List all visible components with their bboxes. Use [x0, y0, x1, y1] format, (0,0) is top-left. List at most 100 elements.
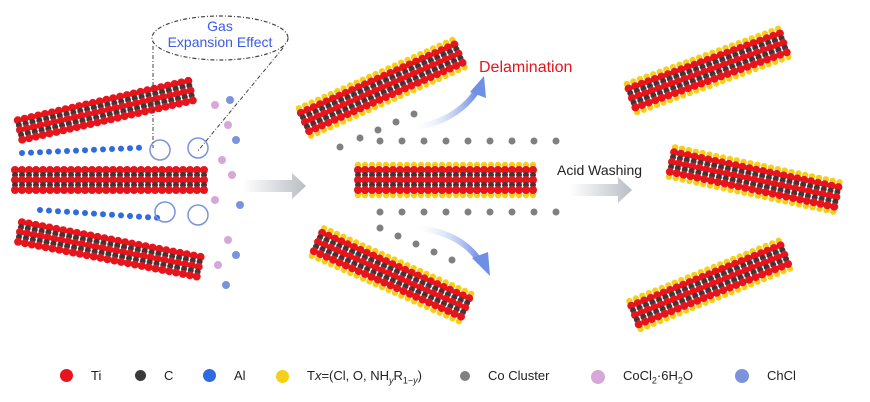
ti-atom — [102, 95, 111, 104]
ti-atom — [716, 72, 725, 81]
ti-atom — [137, 261, 146, 270]
ti-atom — [654, 312, 663, 321]
ti-atom — [172, 268, 181, 277]
ti-atom — [748, 185, 757, 194]
ti-atom — [102, 176, 110, 184]
ti-atom — [109, 176, 117, 184]
ti-atom — [800, 175, 809, 184]
ti-atom — [487, 176, 495, 184]
stage-max-phase-intercalation — [11, 76, 244, 289]
ti-atom — [713, 178, 722, 186]
ti-atom — [473, 166, 481, 174]
ti-atom — [134, 109, 143, 117]
ti-atom — [18, 135, 27, 144]
co-cluster — [392, 118, 400, 126]
al-atom — [91, 146, 97, 153]
ti-atom — [329, 255, 338, 264]
ti-atom — [725, 283, 734, 292]
ti-atom — [160, 256, 169, 264]
chcl-icon — [735, 368, 749, 383]
ti-atom — [777, 262, 786, 271]
ti-atom — [729, 171, 738, 180]
ti-atom — [46, 166, 54, 174]
ti-atom — [148, 243, 157, 252]
ti-atom — [820, 180, 829, 189]
co-cluster — [530, 208, 538, 216]
ti-atom — [46, 176, 54, 184]
ti-atom — [361, 166, 369, 174]
ti-atom — [466, 186, 474, 194]
ti-atom — [17, 218, 26, 227]
co-cluster — [430, 248, 438, 256]
ti-atom — [672, 169, 681, 178]
ti-atom — [677, 86, 686, 95]
ti-atom — [459, 176, 467, 184]
stage-delamination — [295, 36, 560, 325]
ti-atom — [36, 232, 45, 240]
ti-atom — [707, 176, 715, 185]
ti-atom — [125, 249, 134, 258]
al-atom — [37, 149, 43, 156]
co-cluster — [552, 137, 560, 145]
al-atom — [46, 207, 52, 214]
ti-atom — [196, 252, 205, 261]
ti-atom — [389, 166, 397, 174]
ti-atom — [433, 70, 441, 79]
ti-atom — [200, 186, 208, 194]
al-atom — [73, 147, 79, 154]
ti-atom — [182, 250, 191, 259]
ti-atom — [67, 176, 75, 184]
ti-atom — [46, 186, 54, 194]
co-cluster — [442, 208, 450, 216]
ti-atom — [134, 240, 143, 249]
ti-atom — [494, 166, 502, 174]
ti-atom — [176, 248, 184, 257]
al-atom — [28, 149, 34, 156]
ti-atom — [457, 312, 465, 321]
ti-atom — [515, 186, 523, 194]
ti-atom — [438, 166, 446, 174]
ti-atom — [777, 181, 786, 190]
ti-atom — [473, 186, 481, 194]
ti-atom — [141, 242, 150, 251]
ti-atom — [137, 186, 145, 194]
ti-atom — [47, 108, 56, 117]
ti-atom — [75, 249, 84, 258]
ti-atom — [709, 166, 718, 175]
ti-atom — [424, 176, 432, 184]
ti-atom — [79, 230, 88, 239]
co-cluster — [376, 208, 384, 216]
ti-atom — [641, 317, 650, 326]
ti-atom — [189, 251, 198, 260]
al-atom — [127, 213, 133, 219]
ti-atom — [114, 236, 123, 245]
al-atom — [73, 209, 79, 216]
ti-atom — [52, 127, 61, 136]
ti-atom — [480, 166, 488, 174]
ti-atom — [172, 166, 180, 174]
legend: Ti C Al Tx=(Cl, O, NHyR1−y) Co Cluster C… — [0, 362, 870, 392]
ti-atom — [179, 176, 187, 184]
ti-atom — [529, 176, 537, 184]
ti-atom — [764, 267, 773, 276]
ti-atom — [452, 61, 461, 70]
ti-atom — [59, 226, 68, 235]
ti-atom — [738, 162, 747, 171]
ti-atom — [664, 91, 673, 100]
ti-atom — [386, 281, 395, 290]
ti-atom — [11, 176, 19, 184]
ti-atom — [116, 92, 125, 101]
ti-atom — [704, 155, 713, 164]
ti-atom — [144, 176, 152, 184]
co-cluster — [420, 208, 428, 216]
ti-atom — [768, 189, 777, 198]
ti-atom — [809, 198, 818, 207]
ti-atom — [18, 176, 26, 184]
al-atom — [37, 207, 43, 213]
ti-atom — [120, 112, 129, 121]
ti-atom — [52, 224, 61, 233]
ti-atom — [22, 229, 31, 238]
ti-atom — [734, 182, 743, 191]
ti-atom — [431, 186, 439, 194]
ti-atom — [130, 176, 138, 184]
